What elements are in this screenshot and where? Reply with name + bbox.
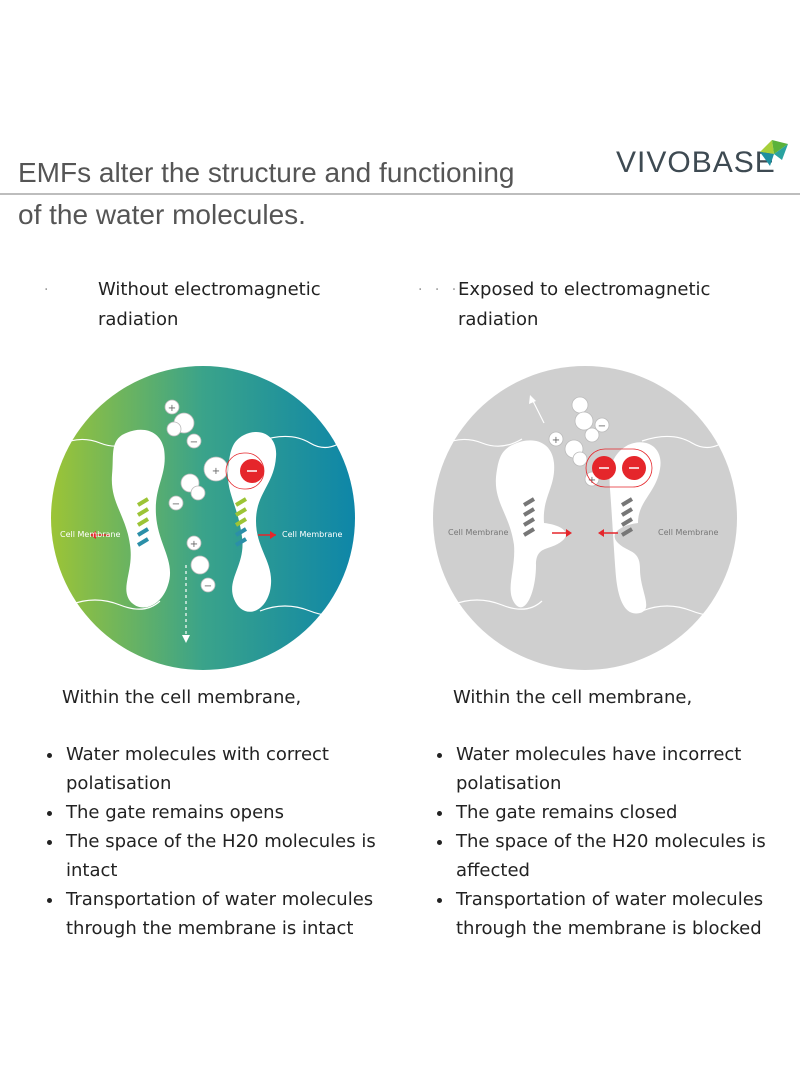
caption-marker-right: · · · xyxy=(418,282,461,298)
water-molecules xyxy=(164,399,229,593)
deflect-arrow xyxy=(531,398,545,424)
helix-left xyxy=(136,497,150,547)
headline-line-1: EMFs alter the structure and functioning xyxy=(18,157,515,188)
svg-text:−: − xyxy=(598,421,606,432)
brand-logo: VIVOBASE xyxy=(612,138,792,184)
svg-text:+: + xyxy=(552,435,560,446)
list-item: Transportation of water molecules throug… xyxy=(454,885,784,943)
list-item: Transportation of water molecules throug… xyxy=(64,885,394,943)
helix-right xyxy=(620,497,634,537)
cell-membrane-label-left: Cell Membrane xyxy=(60,530,120,539)
list-item: The gate remains closed xyxy=(454,798,784,827)
caption-left: Without electromagnetic radiation xyxy=(98,279,321,330)
list-item: Water molecules have incorrect polatisat… xyxy=(454,740,784,798)
svg-text:+: + xyxy=(212,466,220,477)
right-protein xyxy=(227,431,277,612)
svg-text:+: + xyxy=(168,403,176,414)
helix-left xyxy=(522,497,536,537)
caption-right: Exposed to electromagnetic radiation xyxy=(458,279,711,330)
svg-text:−: − xyxy=(204,581,212,592)
diagram-without-radiation: + − − + − + Cell Membrane Cell Membrane xyxy=(51,366,355,670)
caption-marker-left: · xyxy=(44,282,53,298)
membrane-wave xyxy=(259,604,347,616)
list-item: The gate remains opens xyxy=(64,798,394,827)
svg-text:−: − xyxy=(190,437,198,448)
left-protein xyxy=(495,440,566,608)
svg-text:−: − xyxy=(172,499,180,510)
list-item: The space of the H20 molecules is intact xyxy=(64,827,394,885)
ion-outline xyxy=(585,448,653,488)
right-protein xyxy=(609,442,661,614)
page-headline: EMFs alter the structure and functioning… xyxy=(18,152,578,236)
header-divider xyxy=(0,193,800,195)
cell-membrane-label-left: Cell Membrane xyxy=(448,528,508,537)
membrane-wave xyxy=(69,599,161,610)
left-protein xyxy=(111,429,171,608)
membrane-wave xyxy=(259,434,351,449)
within-text-right: Within the cell membrane, xyxy=(453,687,693,708)
list-item: Water molecules with correct polatisatio… xyxy=(64,740,394,798)
cell-membrane-label-right: Cell Membrane xyxy=(282,530,342,539)
brand-name: VIVOBASE xyxy=(616,146,776,179)
gradient-disc xyxy=(51,366,355,670)
headline-line-2: of the water molecules. xyxy=(18,199,306,230)
points-list-left: Water molecules with correct polatisatio… xyxy=(38,740,394,943)
membrane-wave xyxy=(641,604,729,616)
leaf-logo-icon xyxy=(760,140,788,166)
diagram-with-radiation: + − + Cell Membrane Cell Membrane xyxy=(433,366,737,670)
membrane-wave xyxy=(641,434,733,449)
list-item: The space of the H20 molecules is affect… xyxy=(454,827,784,885)
membrane-wave xyxy=(441,438,523,447)
points-list-right: Water molecules have incorrect polatisat… xyxy=(428,740,784,943)
svg-text:+: + xyxy=(588,475,596,486)
polarity-signs: + − − + − + xyxy=(168,403,220,592)
within-text-left: Within the cell membrane, xyxy=(62,687,302,708)
svg-text:+: + xyxy=(190,539,198,550)
gray-disc xyxy=(433,366,737,670)
membrane-wave xyxy=(451,599,543,610)
helix-right xyxy=(234,497,248,547)
cell-membrane-label-right: Cell Membrane xyxy=(658,528,718,537)
polarity-signs: + − + xyxy=(552,421,606,486)
